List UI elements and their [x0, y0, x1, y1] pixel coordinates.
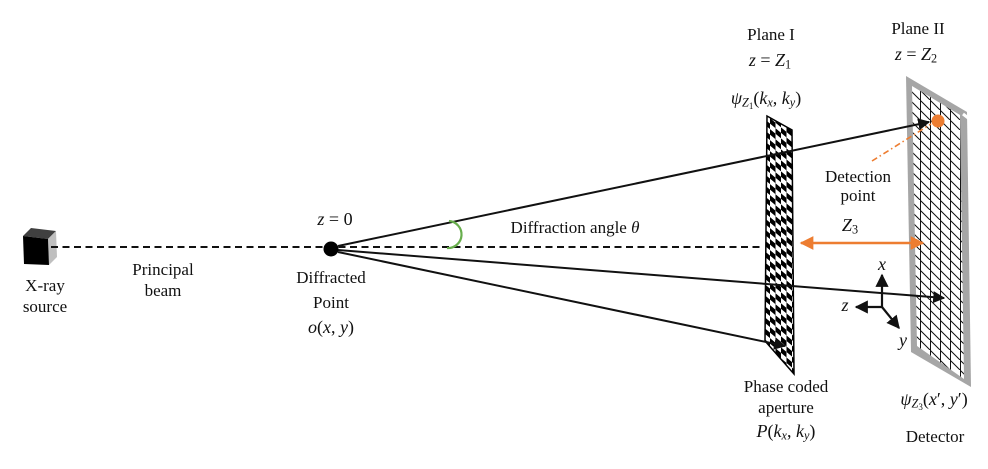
xray-source-cube	[23, 228, 57, 265]
detection-point-leader-line	[871, 123, 932, 162]
detection-point-dot	[931, 114, 945, 128]
xray-source-label: X-ray source	[22, 276, 68, 316]
phase-coded-aperture-label: Phase coded aperture P(kx, ky)	[744, 376, 829, 449]
ray-to-detection-point	[337, 118, 931, 247]
z-equals-0-label: z = 0	[317, 209, 353, 229]
coordinate-axes	[854, 273, 900, 330]
aperture-P-label: P(kx, ky)	[756, 421, 816, 443]
detection-point-label: Detection point	[824, 167, 892, 205]
plane1-title: Plane I	[747, 25, 795, 44]
plane2-z-label: z = Z2	[894, 44, 938, 66]
ray-middle	[337, 249, 946, 304]
diffracted-point-dot	[323, 241, 339, 257]
diffracted-point-symbol: o(x, y)	[307, 317, 354, 337]
plane1-psi-label: ψZ1(kx, ky)	[730, 88, 802, 111]
plane1-z-label: z = Z1	[748, 50, 792, 72]
z3-label: Z3	[841, 215, 859, 237]
principal-beam-label: Principal beam	[132, 260, 194, 300]
diffracted-point-label: Diffracted Point o(x, y)	[296, 265, 366, 340]
detector-label: Detector	[905, 427, 965, 446]
axis-y-arrow	[881, 306, 900, 330]
psi-z3-label: ψZ3(x′, y′)	[900, 389, 968, 412]
axis-y-label: y	[899, 330, 907, 350]
ray-to-aperture	[337, 251, 787, 350]
detector-frame-notch	[962, 112, 977, 126]
diffraction-angle-label: Diffraction angle θ	[510, 218, 640, 237]
phase-coded-aperture-plane	[764, 114, 795, 377]
axis-z-label: z	[841, 295, 849, 315]
plane2-title: Plane II	[891, 19, 945, 38]
axis-x-label: x	[878, 254, 886, 274]
diffraction-angle-arc	[446, 219, 463, 250]
detector-plane	[906, 76, 977, 387]
